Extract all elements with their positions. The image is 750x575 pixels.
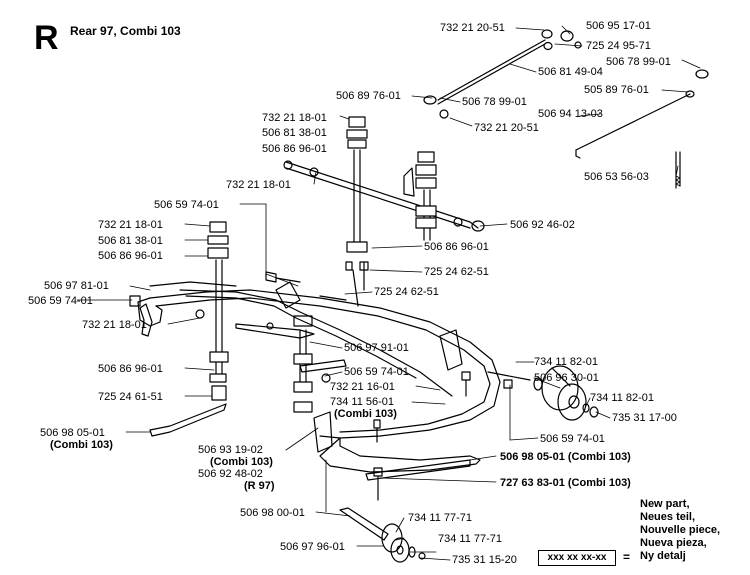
part-label: 732 21 16-01 [330,381,395,393]
part-label: 732 21 18-01 [98,219,163,231]
part-label: 732 21 18-01 [226,179,291,191]
part-label: 506 97 91-01 [344,342,409,354]
part-label: 734 11 82-01 [590,392,655,404]
legend-line: Nueva pieza, [640,537,707,549]
part-label: 506 86 96-01 [98,250,163,262]
part-label: 506 96 30-01 [534,372,599,384]
part-note: (Combi 103) [334,408,397,420]
part-label: 506 97 96-01 [280,541,345,553]
legend-line: Ny detalj [640,550,686,562]
part-label: 506 59 74-01 [154,199,219,211]
spring [675,175,681,187]
part-label-note: 727 63 83-01 (Combi 103) [500,477,631,489]
part-label: 732 21 18-01 [82,319,147,331]
part-label: 506 81 38-01 [98,235,163,247]
roller-lower [381,523,426,563]
part-label: 725 24 62-51 [424,266,489,278]
legend-line: Neues teil, [640,511,696,523]
top-rod-left [423,29,582,119]
part-label: 506 59 74-01 [28,295,93,307]
bolts [129,261,531,541]
part-label: 506 89 76-01 [336,90,401,102]
part-label: 506 86 96-01 [262,143,327,155]
main-frame [137,281,501,473]
part-label: 732 21 20-51 [440,22,505,34]
part-label: 506 98 05-01 [40,427,105,439]
part-label: 725 24 95-71 [586,40,651,52]
part-label: 506 93 19-02 [198,444,263,456]
part-label: 732 21 18-01 [262,112,327,124]
part-note: (R 97) [244,480,275,492]
part-label: 725 24 61-51 [98,391,163,403]
part-label: 506 78 99-01 [606,56,671,68]
part-label: 735 31 15-20 [452,554,517,566]
top-rod-right [575,69,709,189]
part-label: 506 94 13-03 [538,108,603,120]
legend-line: Nouvelle piece, [640,524,721,536]
part-label: 735 31 17-00 [612,412,677,424]
part-label: 506 98 00-01 [240,507,305,519]
part-label: 725 24 62-51 [374,286,439,298]
part-label: 506 59 74-01 [344,366,409,378]
part-note: (Combi 103) [210,456,273,468]
section-letter: R [34,19,59,57]
legend-equals: = [623,550,631,564]
leader-lines [76,25,701,561]
legend-line: New part, [640,498,690,510]
part-note: (Combi 103) [50,439,113,451]
bracket-parts [139,303,471,481]
legend-new-part-box: xxx xx xx-xx [538,550,616,566]
legend-new-part-text: New part, Neues teil, Nouvelle piece, Nu… [640,498,720,563]
part-label-note: 506 98 05-01 (Combi 103) [500,451,631,463]
part-label: 505 89 76-01 [584,84,649,96]
roller-upper [533,365,599,421]
part-label: 734 11 77-71 [408,512,473,524]
part-label: 506 81 38-01 [262,127,327,139]
part-label: 506 78 99-01 [462,96,527,108]
part-label: 506 92 46-02 [510,219,575,231]
part-label: 506 86 96-01 [424,241,489,253]
part-label: 506 97 81-01 [44,280,109,292]
part-label: 506 92 48-02 [198,468,263,480]
part-label: 734 11 56-01 [330,396,395,408]
part-label: 506 95 17-01 [586,20,651,32]
part-label: 506 81 49-04 [538,66,603,78]
part-label: 732 21 20-51 [474,122,539,134]
part-label: 734 11 82-01 [534,356,599,368]
section-title: Rear 97, Combi 103 [70,24,181,38]
part-label: 734 11 77-71 [438,533,503,545]
part-label: 506 53 56-03 [584,171,649,183]
part-label: 506 86 96-01 [98,363,163,375]
upper-cross-bar [283,160,485,232]
part-label: 506 59 74-01 [540,433,605,445]
